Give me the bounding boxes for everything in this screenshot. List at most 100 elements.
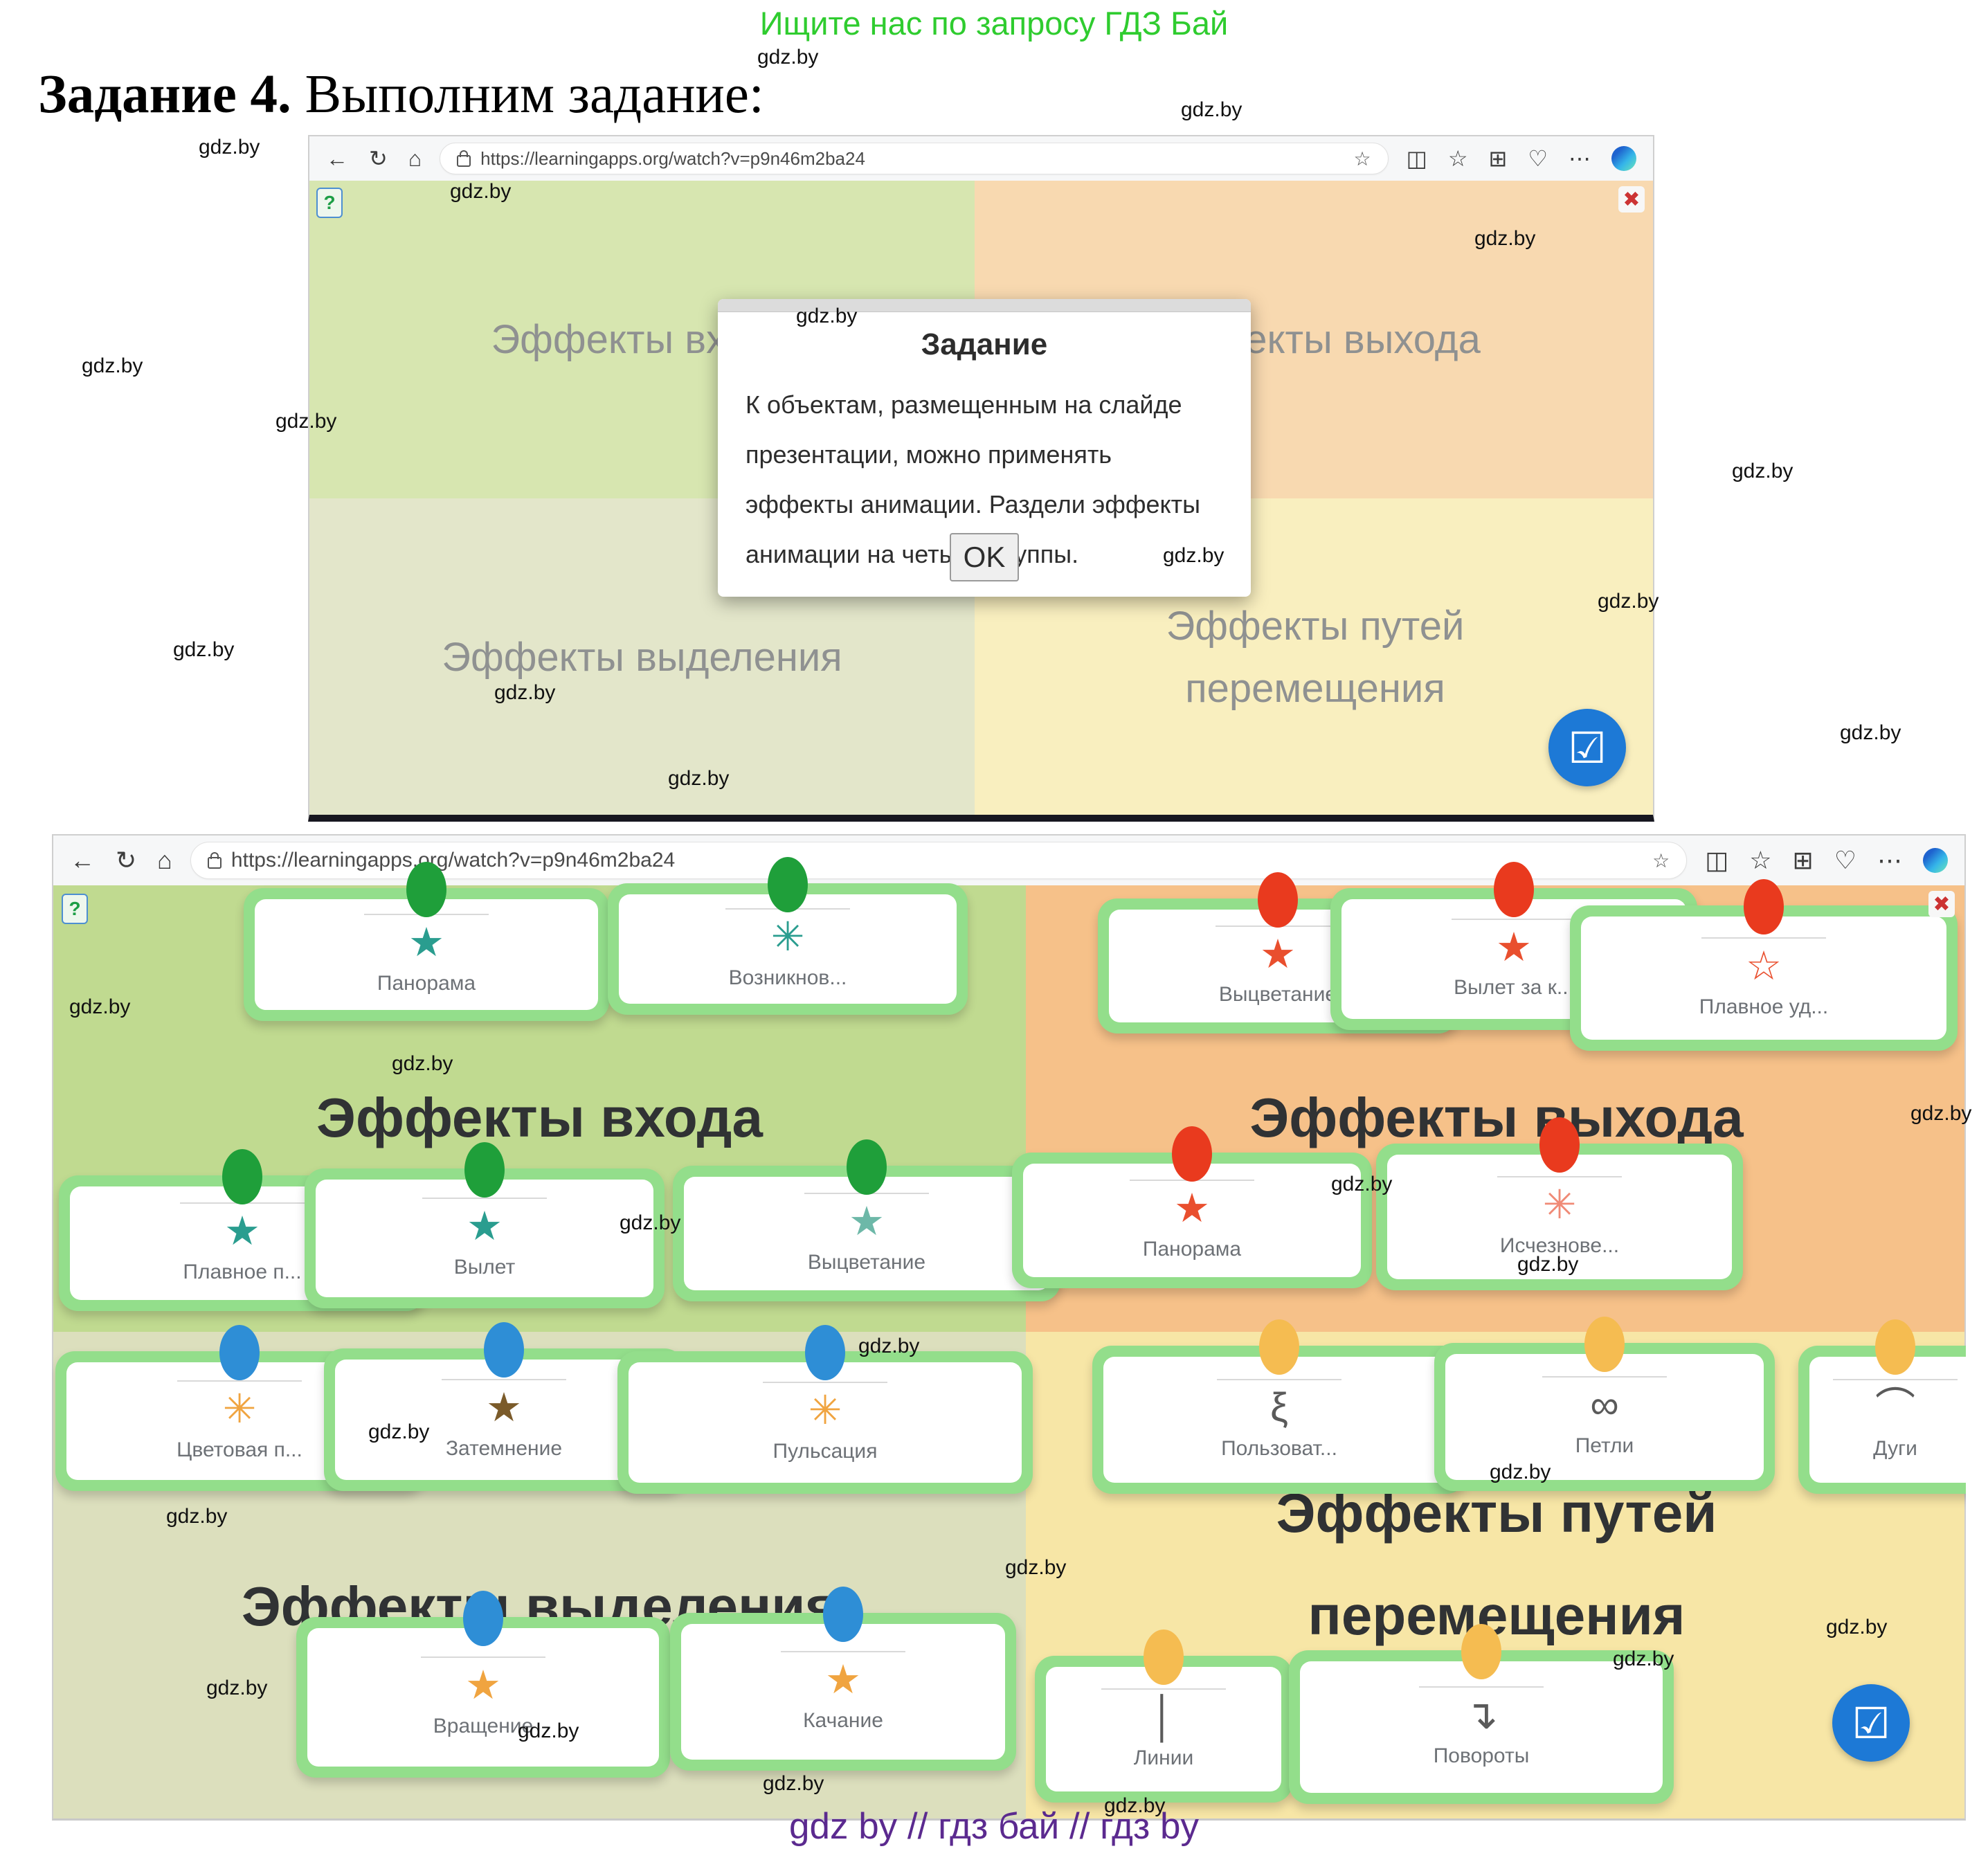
effect-card[interactable]: ★Вращение xyxy=(296,1591,670,1778)
copilot-icon[interactable] xyxy=(1923,848,1948,873)
effect-card[interactable]: ★Качание xyxy=(670,1587,1016,1771)
pin-dot xyxy=(484,1322,524,1378)
card-divider xyxy=(763,1382,887,1384)
effect-card[interactable]: ★Выцветание xyxy=(673,1139,1060,1301)
effect-card[interactable]: ☆Плавное уд... xyxy=(1570,879,1958,1051)
browser-essentials-icon[interactable]: ♡ xyxy=(1528,146,1548,171)
fullscreen-icon[interactable]: ✖ xyxy=(1618,186,1645,213)
effect-card[interactable]: ⌒Дуги xyxy=(1798,1319,1966,1494)
watermark: gdz.by xyxy=(368,1420,430,1443)
browser-essentials-icon[interactable]: ♡ xyxy=(1834,846,1856,874)
effect-card[interactable]: ★Вылет xyxy=(305,1142,665,1308)
dialog-titlebar xyxy=(718,299,1251,312)
check-answer-button[interactable]: ☑ xyxy=(1832,1684,1910,1762)
watermark: gdz.by xyxy=(450,180,512,203)
watermark: gdz.by xyxy=(69,995,131,1018)
card-divider xyxy=(1217,1379,1341,1381)
watermark: gdz.by xyxy=(494,681,556,704)
ok-button[interactable]: OK xyxy=(950,533,1019,581)
pin-dot xyxy=(1461,1624,1501,1679)
collections-icon[interactable]: ⊞ xyxy=(1488,146,1508,171)
card-divider xyxy=(781,1651,905,1653)
back-icon[interactable]: ← xyxy=(326,146,348,171)
effect-card-label: Линии xyxy=(1133,1746,1194,1769)
check-answer-button[interactable]: ☑ xyxy=(1548,709,1626,786)
home-icon[interactable]: ⌂ xyxy=(157,846,172,874)
pin-dot xyxy=(1875,1319,1915,1375)
color-burst-icon: ✳ xyxy=(222,1387,257,1432)
turn-path-icon: ↴ xyxy=(1464,1692,1499,1738)
more-options-icon[interactable]: ⋯ xyxy=(1569,146,1591,171)
quadrant-path-label: Эффекты путей перемещения xyxy=(1166,603,1465,711)
custom-path-icon: ξ xyxy=(1270,1385,1288,1431)
favorite-star-icon[interactable]: ☆ xyxy=(1353,147,1371,170)
pin-dot xyxy=(406,862,446,917)
watermark: gdz.by xyxy=(1163,544,1225,567)
effect-card-label: Качание xyxy=(803,1708,883,1732)
promo-banner: Ищите нас по запросу ГДЗ Бай xyxy=(759,5,1229,42)
url-text[interactable]: https://learningapps.org/watch?v=p9n46m2… xyxy=(231,849,676,872)
effect-card-label: Дуги xyxy=(1873,1436,1917,1460)
watermark: gdz.by xyxy=(1732,460,1793,482)
watermark: gdz.by xyxy=(620,1211,681,1234)
pin-dot xyxy=(805,1325,845,1380)
pin-dot xyxy=(1539,1117,1580,1173)
effect-card[interactable]: ★Панорама xyxy=(244,862,609,1021)
favorites-bar-icon[interactable]: ☆ xyxy=(1749,846,1772,874)
split-screen-icon[interactable]: ◫ xyxy=(1406,146,1427,171)
watermark: gdz.by xyxy=(275,410,337,433)
task-dialog: Задание К объектам, размещенным на слайд… xyxy=(718,299,1251,597)
address-bar-1[interactable]: https://learningapps.org/watch?v=p9n46m2… xyxy=(440,143,1389,174)
browser-toolbar-2: ← ↻ ⌂ https://learningapps.org/watch?v=p9n… xyxy=(53,836,1964,885)
more-options-icon[interactable]: ⋯ xyxy=(1877,846,1902,874)
effect-card[interactable]: ✳Исчезнове... xyxy=(1376,1117,1743,1290)
watermark: gdz.by xyxy=(1331,1173,1393,1195)
watermark: gdz.by xyxy=(1826,1616,1888,1638)
quadrant-emphasis: Эффекты выделения xyxy=(309,498,975,815)
effect-card[interactable]: ∞Петли xyxy=(1434,1317,1775,1491)
card-divider xyxy=(1833,1379,1958,1381)
effect-card-label: Панорама xyxy=(1142,1237,1242,1261)
split-screen-icon[interactable]: ◫ xyxy=(1705,846,1729,874)
collections-icon[interactable]: ⊞ xyxy=(1792,846,1814,874)
watermark: gdz.by xyxy=(796,305,858,327)
favorites-bar-icon[interactable]: ☆ xyxy=(1447,146,1468,171)
watermark: gdz.by xyxy=(1005,1556,1067,1579)
lock-icon xyxy=(207,852,222,869)
effect-card-label: Вылет за к... xyxy=(1454,976,1574,1000)
fullscreen-icon[interactable]: ✖ xyxy=(1928,891,1955,917)
card-divider xyxy=(1497,1176,1622,1178)
effect-card[interactable]: ★Панорама xyxy=(1012,1126,1372,1288)
dialog-body: К объектам, размещенным на слайде презен… xyxy=(746,390,1201,568)
effect-card-label: Возникнов... xyxy=(728,966,847,989)
favorite-star-icon[interactable]: ☆ xyxy=(1652,849,1670,872)
effect-card-label: Пульсация xyxy=(772,1439,878,1463)
home-icon[interactable]: ⌂ xyxy=(408,146,422,171)
effect-card-label: Вылет xyxy=(453,1255,516,1279)
card-divider xyxy=(442,1379,566,1381)
watermark: gdz.by xyxy=(1517,1253,1579,1276)
watermark: gdz.by xyxy=(1474,227,1536,250)
pin-dot xyxy=(1259,1319,1299,1375)
refresh-icon[interactable]: ↻ xyxy=(116,846,137,874)
effect-card[interactable]: ↴Повороты xyxy=(1289,1624,1674,1804)
copilot-icon[interactable] xyxy=(1611,146,1636,171)
watermark: gdz.by xyxy=(1910,1102,1972,1125)
url-text[interactable]: https://learningapps.org/watch?v=p9n46m2… xyxy=(480,147,865,169)
pin-dot xyxy=(768,857,808,912)
effect-card-label: Петли xyxy=(1575,1434,1634,1457)
watermark: gdz.by xyxy=(858,1335,920,1357)
refresh-icon[interactable]: ↻ xyxy=(369,146,388,171)
watermark: gdz.by xyxy=(1181,98,1242,121)
effect-card[interactable]: │Линии xyxy=(1035,1629,1292,1803)
effect-card[interactable]: ✳Пульсация xyxy=(617,1325,1033,1494)
watermark: gdz.by xyxy=(1598,590,1659,613)
help-icon[interactable]: ? xyxy=(62,894,88,924)
back-icon[interactable]: ← xyxy=(70,846,95,874)
effect-card-label: Панорама xyxy=(377,971,476,995)
help-icon[interactable]: ? xyxy=(316,188,343,218)
effect-card[interactable]: ✳Возникнов... xyxy=(608,857,968,1015)
watermark: gdz.by xyxy=(173,638,235,661)
watermark: gdz.by xyxy=(518,1719,579,1742)
